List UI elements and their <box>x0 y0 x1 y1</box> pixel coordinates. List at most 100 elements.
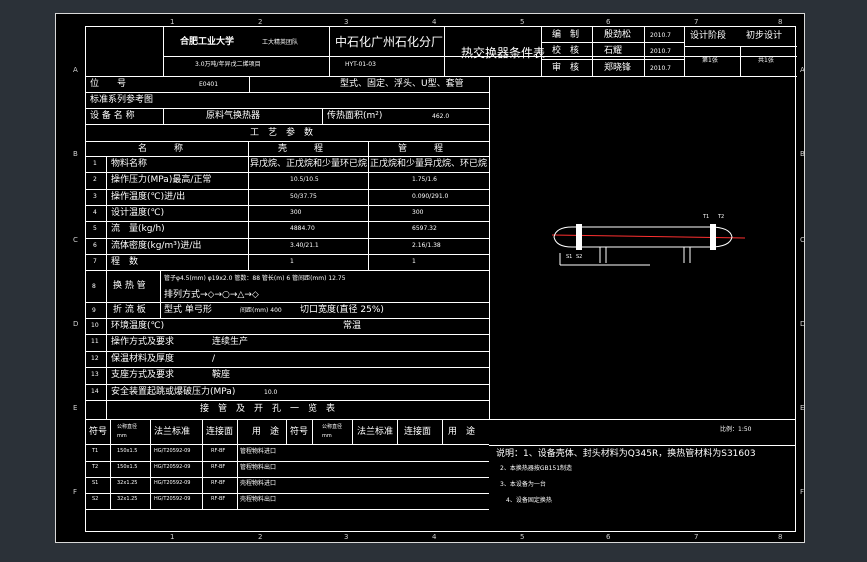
nozzle-header: 符号 <box>89 427 108 437</box>
nozzle-header: 用 途 <box>252 427 280 437</box>
process-row-value: 鞍座 <box>212 370 231 381</box>
approved-date: 2010.7 <box>650 65 671 72</box>
zone-col-2: 2 <box>258 18 263 26</box>
nozzle-symbol: T2 <box>92 464 99 470</box>
note-line-3: 3、本设备为一台 <box>500 481 546 488</box>
process-row-name: 流体密度(kg/m³)进/出 <box>111 240 202 251</box>
zone-col-5: 5 <box>520 18 525 26</box>
shell-side-value: 10.5/10.5 <box>290 176 319 184</box>
standard-ref-label: 标准系列参考图 <box>90 95 154 105</box>
tube-row-no: 8 <box>92 283 96 290</box>
zone-col-1-bottom: 1 <box>170 533 175 541</box>
nozzle-header: 连接面 <box>404 427 432 437</box>
process-row-no: 1 <box>93 160 97 167</box>
zone-col-2-bottom: 2 <box>258 533 263 541</box>
nozzle-use: 壳程物料出口 <box>240 496 277 503</box>
process-row-no: 4 <box>93 208 97 216</box>
scale-label: 比例：1:50 <box>720 426 752 433</box>
tube-side-value: 2.16/1.38 <box>412 241 441 249</box>
nozzle-section-title: 接 管 及 开 孔 一 览 表 <box>200 404 336 414</box>
zone-e-right: E <box>800 404 805 412</box>
process-row-value: 连续生产 <box>212 337 249 348</box>
s1-label: S1 <box>566 254 572 260</box>
t2-label: T2 <box>717 214 724 220</box>
zone-c-right: C <box>800 236 805 244</box>
approved-name: 郑晓锋 <box>604 63 632 73</box>
right-flange <box>710 224 716 250</box>
checked-label: 校 核 <box>552 46 580 56</box>
nozzle-flange-std: HG/T20592-09 <box>154 496 191 502</box>
baffle-spacing: 间距(mm) 400 <box>240 307 282 314</box>
shell-side-value: 50/37.75 <box>290 192 317 200</box>
process-row-no: 2 <box>93 176 97 184</box>
t1-label: T1 <box>702 214 709 220</box>
heat-area-value: 462.0 <box>432 113 450 120</box>
zone-col-7-bottom: 7 <box>694 533 699 541</box>
zone-col-6-bottom: 6 <box>606 533 611 541</box>
team-name: 工大精英团队 <box>262 39 299 46</box>
equipment-name-label: 设 备 名 称 <box>90 111 135 121</box>
nozzle-use: 管程物料进口 <box>240 448 277 455</box>
zone-a: A <box>73 66 78 74</box>
zone-d: D <box>73 320 79 328</box>
tube-side-header: 管 程 <box>398 144 444 154</box>
param-header: 名 称 <box>138 144 184 154</box>
tube-side-value: 0.090/291.0 <box>412 192 449 200</box>
sheet-number: 第1张 <box>702 57 718 64</box>
tube-row-name: 换 热 管 <box>113 281 146 291</box>
type-value: 型式、固定、浮头、U型、套管 <box>340 79 464 89</box>
process-row-no: 11 <box>91 338 99 346</box>
process-section-title: 工 艺 参 数 <box>250 128 314 138</box>
process-row-no: 12 <box>91 354 99 362</box>
process-row-name: 操作方式及要求 <box>111 337 175 348</box>
nozzle-header: 法兰标准 <box>357 427 394 437</box>
tube-side-value: 正戊烷和少量异戊烷、环已烷 <box>370 159 488 169</box>
tube-side-value: 300 <box>412 208 424 216</box>
zone-f: F <box>73 488 78 496</box>
tube-side-value: 1.75/1.6 <box>412 176 437 184</box>
process-row-name: 流 量(kg/h) <box>111 224 165 235</box>
zone-a-right: A <box>800 66 805 74</box>
shell-side-value: 1 <box>290 257 294 265</box>
nozzle-header: 公称直径 <box>117 424 138 430</box>
zone-col-4: 4 <box>432 18 437 26</box>
heat-exchanger-drawing: T1 T2 S1 S2 <box>551 214 746 266</box>
prepared-date: 2010.7 <box>650 32 671 39</box>
process-row-name: 安全装置起跳或爆破压力(MPa) <box>111 386 236 397</box>
process-row-name: 保温材料及厚度 <box>111 353 175 364</box>
heat-area-label: 传热面积(m²) <box>327 111 383 121</box>
nozzle-header-unit: mm <box>117 433 127 439</box>
drawing-sheet <box>55 13 805 543</box>
zone-col-6: 6 <box>606 18 611 26</box>
zone-col-3: 3 <box>344 18 349 26</box>
drawing-number: HYT-01-03 <box>345 61 376 68</box>
process-row-name: 物料名称 <box>111 159 148 169</box>
shell-side-value: 异戊烷、正戊烷和少量环已烷 <box>250 159 368 169</box>
zone-c: C <box>73 236 78 244</box>
process-row-name: 程 数 <box>111 256 139 267</box>
zone-e: E <box>73 404 78 412</box>
document-title: 热交换器条件表 <box>461 46 546 60</box>
baffle-cut: 切口宽度(直径 25%) <box>300 305 384 315</box>
process-row-value: 常温 <box>343 321 362 331</box>
school-name: 合肥工业大学 <box>180 37 235 47</box>
nozzle-header: 连接面 <box>206 427 234 437</box>
shell-side-value: 3.40/21.1 <box>290 241 319 249</box>
stage-label: 设计阶段 <box>690 31 727 41</box>
nozzle-symbol: S2 <box>92 496 99 502</box>
process-row-name: 操作温度(℃)进/出 <box>111 191 186 202</box>
process-row-no: 10 <box>91 322 99 329</box>
sheet-total: 共1张 <box>758 57 774 64</box>
tube-row-spec: 管子φ4.5(mm) φ19x2.0 管数：88 管长(m) 6 管间距(mm)… <box>164 275 346 282</box>
nozzle-diameter: 32x1.25 <box>117 480 138 486</box>
nozzle-header-unit: mm <box>322 433 332 439</box>
process-row-name: 支座方式及要求 <box>111 370 175 381</box>
project-name: 3.0万吨/年异戊二烯项目 <box>195 61 261 68</box>
nozzle-use: 管程物料出口 <box>240 464 277 471</box>
drawing-border <box>85 26 796 532</box>
process-row-no: 13 <box>91 371 99 379</box>
approved-label: 审 核 <box>552 63 580 73</box>
zone-f-right: F <box>800 488 805 496</box>
zone-col-5-bottom: 5 <box>520 533 525 541</box>
tag-value: E0401 <box>199 81 219 88</box>
